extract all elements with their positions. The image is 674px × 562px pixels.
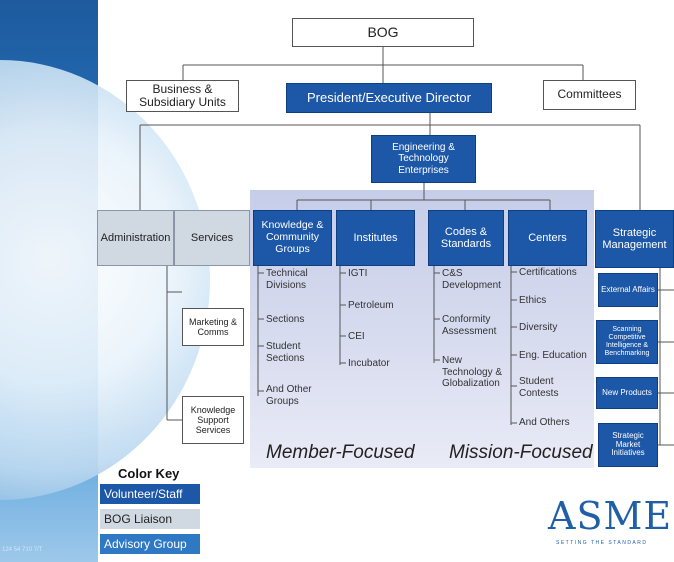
service-child-marketing-comms: Marketing & Comms bbox=[182, 308, 244, 346]
strategic-child-scanning: Scanning Competitive Intelligence & Benc… bbox=[596, 320, 658, 364]
footnote: 124 54 710 7/T bbox=[2, 547, 43, 553]
color-key-title: Color Key bbox=[118, 466, 180, 481]
strategic-child-new-products: New Products bbox=[596, 377, 658, 409]
administration-box: Administration bbox=[97, 210, 174, 266]
color-key-volunteer-staff: Volunteer/Staff bbox=[100, 484, 200, 504]
strategic-child-market-initiatives: Strategic Market Initiatives bbox=[598, 423, 658, 467]
service-child-knowledge-support: Knowledge Support Services bbox=[182, 396, 244, 444]
item-and-others: And Others bbox=[519, 417, 570, 428]
asme-logo: ASME bbox=[548, 494, 673, 538]
strategic-child-external-affairs: External Affairs bbox=[598, 273, 658, 307]
item-igti: IGTI bbox=[348, 268, 368, 279]
item-sections: Sections bbox=[266, 314, 305, 325]
column-header-codes-standards: Codes & Standards bbox=[428, 210, 504, 266]
item-technical-divisions: Technical Divisions bbox=[266, 268, 308, 291]
item-petroleum: Petroleum bbox=[348, 300, 394, 311]
member-focused-label: Member-Focused bbox=[266, 442, 415, 463]
color-key-advisory-group: Advisory Group bbox=[100, 534, 200, 554]
column-header-knowledge-community: Knowledge & Community Groups bbox=[253, 210, 332, 266]
item-eng-education: Eng. Education bbox=[519, 350, 587, 361]
asme-tagline: SETTING THE STANDARD bbox=[556, 540, 648, 546]
item-student-sections: Student Sections bbox=[266, 341, 305, 364]
bog-box: BOG bbox=[292, 18, 474, 47]
item-new-technology: New Technology & Globalization bbox=[442, 355, 503, 389]
services-box: Services bbox=[174, 210, 250, 266]
item-diversity: Diversity bbox=[519, 322, 558, 333]
item-certifications: Certifications bbox=[519, 267, 577, 278]
item-cei: CEI bbox=[348, 331, 365, 342]
engineering-technology-enterprises-box: Engineering & Technology Enterprises bbox=[371, 135, 476, 183]
president-box: President/Executive Director bbox=[286, 83, 492, 113]
item-ethics: Ethics bbox=[519, 295, 547, 306]
item-incubator: Incubator bbox=[348, 358, 390, 369]
column-header-institutes: Institutes bbox=[336, 210, 415, 266]
item-conformity-assessment: Conformity Assessment bbox=[442, 314, 497, 337]
committees-box: Committees bbox=[543, 80, 636, 110]
business-subsidiary-units-box: Business & Subsidiary Units bbox=[126, 80, 239, 112]
mission-focused-label: Mission-Focused bbox=[449, 442, 593, 463]
item-and-other-groups: And Other Groups bbox=[266, 384, 312, 407]
column-header-centers: Centers bbox=[508, 210, 587, 266]
color-key-bog-liaison: BOG Liaison bbox=[100, 509, 200, 529]
item-student-contests: Student Contests bbox=[519, 376, 559, 399]
strategic-management-box: Strategic Management bbox=[595, 210, 674, 268]
item-cs-development: C&S Development bbox=[442, 268, 501, 291]
